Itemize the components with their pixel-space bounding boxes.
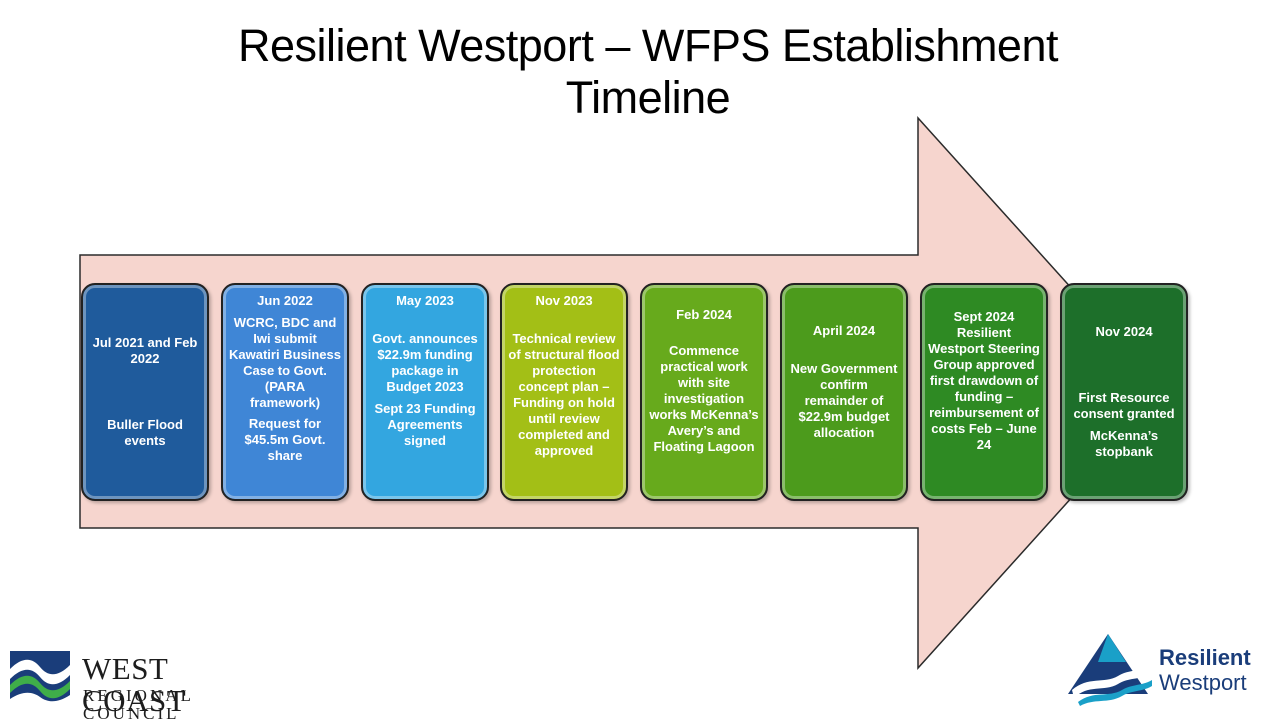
resilient-westport-logo: Resilient Westport <box>1068 632 1273 710</box>
timeline-text: First Resource consent granted <box>1073 390 1175 421</box>
timeline-date: Nov 2023 <box>535 293 593 308</box>
timeline-box-nov-2023: Nov 2023 Technical review of structural … <box>500 283 628 501</box>
timeline-date: April 2024 <box>812 323 876 338</box>
timeline-text: WCRC, BDC and Iwi submit Kawatiri Busine… <box>229 315 341 410</box>
timeline-box-sept-2024: Sept 2024 Resilient Westport Steering Gr… <box>920 283 1048 501</box>
timeline-text: Technical review of structural flood pro… <box>508 331 620 458</box>
mountain-river-icon <box>1068 634 1152 706</box>
title-line-2: Timeline <box>565 72 731 123</box>
timeline-box-nov-2024: Nov 2024 First Resource consent granted … <box>1060 283 1188 501</box>
timeline-date: Feb 2024 <box>676 307 732 322</box>
timeline-date: Nov 2024 <box>1095 324 1153 339</box>
timeline-text: Commence practical work with site invest… <box>649 343 759 454</box>
timeline-text: McKenna’s stopbank <box>1089 428 1159 459</box>
timeline-text: Govt. announces $22.9m funding package i… <box>372 331 478 394</box>
wave-logo-icon <box>10 651 70 707</box>
timeline-text: New Government confirm remainder of $22.… <box>790 361 898 440</box>
timeline-date: Jul 2021 and Feb 2022 <box>92 335 198 366</box>
title-line-1: Resilient Westport – WFPS Establishment <box>238 20 1058 71</box>
timeline-box-jun-2022: Jun 2022 WCRC, BDC and Iwi submit Kawati… <box>221 283 349 501</box>
page-title: Resilient Westport – WFPS Establishment … <box>0 20 1280 124</box>
timeline-date: Sept 2024 <box>953 309 1015 324</box>
timeline-date: Jun 2022 <box>257 293 313 308</box>
west-coast-regional-council-logo: WEST COAST REGIONAL COUNCIL <box>10 651 280 723</box>
timeline-box-feb-2024: Feb 2024 Commence practical work with si… <box>640 283 768 501</box>
council-subtitle: REGIONAL COUNCIL <box>83 686 194 723</box>
timeline-text: Buller Flood events <box>107 417 183 448</box>
timeline-text: Request for $45.5m Govt. share <box>244 416 326 463</box>
timeline-date: May 2023 <box>396 293 454 308</box>
timeline-box-april-2024: April 2024 New Government confirm remain… <box>780 283 908 501</box>
timeline-text: Sept 23 Funding Agreements signed <box>374 401 476 448</box>
logo-text-resilient: Resilient <box>1159 645 1251 670</box>
council-name: WEST COAST <box>82 651 187 718</box>
timeline-box-jul-2021: Jul 2021 and Feb 2022 Buller Flood event… <box>81 283 209 501</box>
timeline-text: Resilient Westport Steering Group approv… <box>928 325 1040 452</box>
logo-text-westport: Westport <box>1159 670 1247 695</box>
timeline-box-may-2023: May 2023 Govt. announces $22.9m funding … <box>361 283 489 501</box>
